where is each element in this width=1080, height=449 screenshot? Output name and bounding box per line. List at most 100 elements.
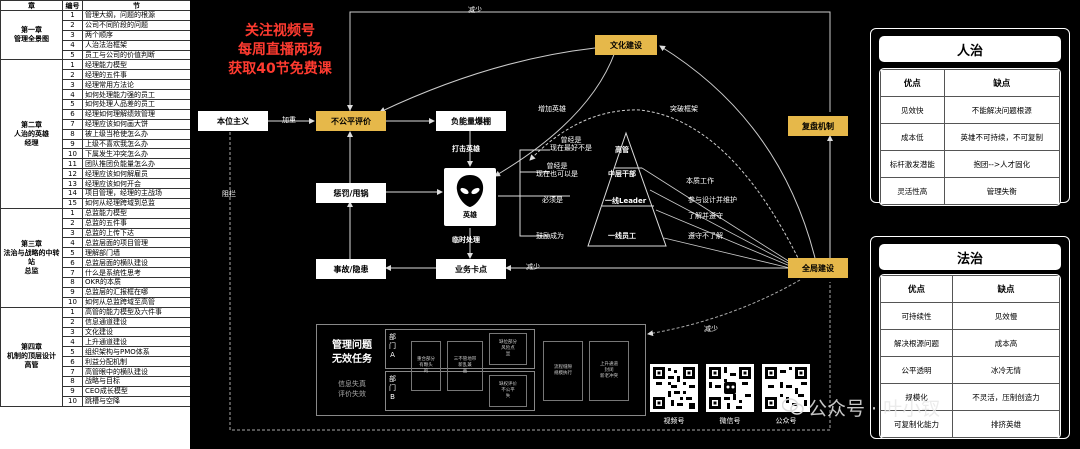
section-number: 10 <box>62 296 83 308</box>
section-title: 员工与公司的价值判断 <box>82 49 191 61</box>
node-yewu: 业务卡点 <box>436 259 506 279</box>
header-cons: 缺点 <box>943 69 1060 97</box>
header-cons: 缺点 <box>951 275 1060 303</box>
mgmt-title-2: 无效任务 <box>332 354 372 365</box>
qr-code-icon <box>765 367 807 409</box>
node-yingxiong: 英雄 <box>444 168 496 226</box>
header-section: 节 <box>82 0 191 11</box>
table-row: 解决根源问题成本高 <box>880 329 1060 357</box>
table-row: 可持续性见效慢 <box>880 302 1060 330</box>
section-title: 信息通道建设 <box>82 316 191 328</box>
section-number: 5 <box>62 99 83 110</box>
watermark: 公众号 · 叶小钗 <box>808 398 941 420</box>
section-title: 高管眼中的横队建设 <box>82 366 191 377</box>
qr-video-channel[interactable] <box>650 364 698 412</box>
qr-label-video: 视频号 <box>663 417 685 425</box>
table-row: 见效快不能解决问题根源 <box>880 96 1060 124</box>
table-row: 灵活性高管理失衡 <box>880 177 1060 205</box>
dept-b-label: 部 门 B <box>389 375 396 401</box>
section-number: 5 <box>62 346 83 358</box>
qr-code-icon <box>709 367 751 409</box>
con-cell: 冰冷无情 <box>951 356 1060 384</box>
section-title: 什么是系统性思考 <box>82 267 191 279</box>
qr-wechat[interactable] <box>706 364 754 412</box>
pyramid-right-0: 本质工作 <box>686 177 714 185</box>
section-title: 项目管理，经理的主战场 <box>82 188 191 199</box>
section-number: 7 <box>62 118 83 130</box>
edge-label-add-hero: 增加英雄 <box>538 105 566 113</box>
section-number: 2 <box>62 69 83 81</box>
chapter-cell: 第三章 法治与战略的中转站 总监 <box>0 207 63 308</box>
section-number: 1 <box>62 59 83 71</box>
section-title: 经理能力模型 <box>82 59 191 71</box>
section-title: 被上级当枪使怎么办 <box>82 128 191 140</box>
pro-cell: 灵活性高 <box>880 177 945 205</box>
pro-cell: 可持续性 <box>880 302 953 330</box>
section-number: 12 <box>62 168 83 180</box>
section-number: 3 <box>62 227 83 239</box>
section-title: 战略与目标 <box>82 375 191 387</box>
mgmt-process-gap: 流程缝隙 规模执行 <box>543 341 583 401</box>
mgmt-no-mans-land: 三不管地带 新乱兼 画 <box>447 341 483 391</box>
section-number: 2 <box>62 217 83 229</box>
edge-label-bottom-reduce: 减少 <box>704 325 718 333</box>
section-title: 跳槽与空降 <box>82 395 191 407</box>
promo-line-2: 每周直播两场 <box>238 42 322 58</box>
con-cell: 抱团-->人才固化 <box>943 150 1060 178</box>
connector-lines <box>229 11 833 431</box>
section-title: 如何从经理跨域到总监 <box>82 197 191 209</box>
section-title: 理解部门墙 <box>82 247 191 259</box>
pyramid-left-1: 曾经是 现在也可以是 <box>536 162 578 178</box>
pro-cell: 解决根源问题 <box>880 329 953 357</box>
con-cell: 不能解决问题根源 <box>943 96 1060 124</box>
section-title: 总监的五件事 <box>82 217 191 229</box>
section-title: 上升通道建设 <box>82 336 191 348</box>
section-title: 公司不同阶段的问题 <box>82 19 191 31</box>
node-benwei: 本位主义 <box>198 111 268 131</box>
section-number: 15 <box>62 197 83 209</box>
section-title: 组织架构与PMO体系 <box>82 346 191 358</box>
rule-by-man-title: 人治 <box>879 36 1061 62</box>
rule-by-law-panel: 法治 优点缺点可持续性见效慢解决根源问题成本高公平透明冰冷无情规模化不灵活，压制… <box>870 236 1070 439</box>
pyramid-left-3: 鼓励成为 <box>536 232 564 240</box>
section-title: 两个顺序 <box>82 29 191 41</box>
section-title: 团队推团负能量怎么办 <box>82 158 191 170</box>
pyramid-level-staff: 一线员工 <box>608 232 636 240</box>
pyramid-right-3: 遵守不了解 <box>688 232 723 240</box>
promo-text: 关注视频号 每周直播两场 获取40节免费课 <box>210 22 350 79</box>
section-title: 经理常用方法论 <box>82 79 191 91</box>
pro-cell: 可复制化能力 <box>880 410 953 438</box>
management-issues-panel: 管理问题 无效任务 信息失真 评价失效 部 门 A 部 门 B 重合部分 有颗头… <box>316 324 646 416</box>
section-number: 3 <box>62 79 83 91</box>
table-row: 规模化不灵活，压制创造力 <box>880 383 1060 411</box>
section-title: 总监层面的项目管理 <box>82 237 191 249</box>
mgmt-promotion-channel: 上升通道 封闭 新老冲突 <box>589 341 629 401</box>
qr-code-icon <box>653 367 695 409</box>
section-number: 3 <box>62 29 83 41</box>
mgmt-sub-2: 评价失效 <box>338 390 366 398</box>
table-row: 可复制化能力排挤英雄 <box>880 410 1060 438</box>
section-title: CEO成长模型 <box>82 385 191 397</box>
qr-label-official: 公众号 <box>775 417 797 425</box>
section-title: 文化建设 <box>82 326 191 338</box>
rule-by-man-table: 优点缺点见效快不能解决问题根源成本低英雄不可持续，不可复制标杆激发潜能抱团-->… <box>879 68 1061 206</box>
section-number: 13 <box>62 178 83 190</box>
pro-cell: 标杆激发潜能 <box>880 150 945 178</box>
section-number: 4 <box>62 237 83 249</box>
header-chapter: 章 <box>0 0 63 11</box>
con-cell: 不灵活，压制创造力 <box>951 383 1060 411</box>
node-bugongping: 不公平评价 <box>316 111 386 131</box>
con-cell: 管理失衡 <box>943 177 1060 205</box>
rule-by-law-table: 优点缺点可持续性见效慢解决根源问题成本高公平透明冰冷无情规模化不灵活，压制创造力… <box>879 274 1061 439</box>
header-number: 编号 <box>62 0 83 11</box>
qr-official-account[interactable] <box>762 364 810 412</box>
pro-cell: 公平透明 <box>880 356 953 384</box>
pro-cell: 见效快 <box>880 96 945 124</box>
pyramid-level-exec: 高管 <box>615 146 629 154</box>
con-cell: 英雄不可持续，不可复制 <box>943 123 1060 151</box>
section-number: 4 <box>62 89 83 101</box>
rule-by-law-title: 法治 <box>879 244 1061 270</box>
